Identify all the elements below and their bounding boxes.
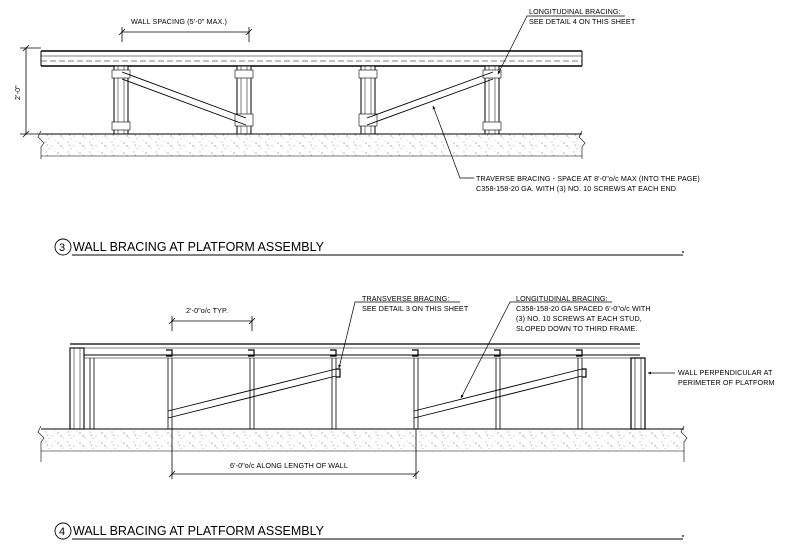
longitudinal-braces xyxy=(167,368,583,419)
note-longitudinal-bracing-4-3: (3) NO. 10 SCREWS AT EACH STUD, xyxy=(516,314,642,323)
top-track xyxy=(70,343,640,359)
dimension-height xyxy=(20,44,41,138)
leader-longitudinal-bracing xyxy=(497,15,625,75)
studs-4 xyxy=(89,358,583,429)
detail-3-title-block: 3 WALL BRACING AT PLATFORM ASSEMBLY xyxy=(54,238,684,256)
note-wall-perpendicular-2: PERIMETER OF PLATFORM xyxy=(678,378,775,387)
concrete-slab-4 xyxy=(37,425,688,462)
detail-4-title: WALL BRACING AT PLATFORM ASSEMBLY xyxy=(73,524,325,538)
note-transverse-bracing-1: TRANSVERSE BRACING: xyxy=(362,294,449,303)
platform-deck xyxy=(40,50,583,67)
dimension-along-length xyxy=(168,429,420,479)
detail-3: WALL SPACING (5'-0" MAX.) 2'-0" xyxy=(13,7,700,256)
label-wall-spacing: WALL SPACING (5'-0" MAX.) xyxy=(131,17,227,26)
label-typ-spacing: 2'-0"o/c TYP. xyxy=(186,306,228,315)
note-longitudinal-bracing-2: SEE DETAIL 4 ON THIS SHEET xyxy=(529,17,636,26)
traverse-braces xyxy=(121,71,494,126)
concrete-slab xyxy=(37,130,586,159)
stud-clips xyxy=(166,349,587,378)
detail-number-3: 3 xyxy=(59,242,65,254)
note-longitudinal-bracing-4-4: SLOPED DOWN TO THIRD FRAME. xyxy=(516,324,637,333)
stud xyxy=(358,65,378,135)
label-along-length: 6'-0"o/c ALONG LENGTH OF WALL xyxy=(230,461,348,470)
studs xyxy=(111,65,502,135)
dimension-typ xyxy=(168,316,256,331)
note-traverse-bracing-1: TRAVERSE BRACING - SPACE AT 8'-0"o/c MAX… xyxy=(476,174,700,183)
note-traverse-bracing-2: C358-158-20 GA. WITH (3) NO. 10 SCREWS A… xyxy=(476,184,676,193)
detail-number-4: 4 xyxy=(59,526,65,538)
label-height: 2'-0" xyxy=(13,85,22,100)
note-longitudinal-bracing-4-1: LONGITUDINAL BRACING: xyxy=(516,294,608,303)
note-longitudinal-bracing-4-2: C358-158-20 GA SPACED 6'-0"o/c WITH xyxy=(516,304,651,313)
detail-4-title-block: 4 WALL BRACING AT PLATFORM ASSEMBLY xyxy=(54,522,684,540)
detail-4: 2'-0"o/c TYP. xyxy=(37,294,775,540)
leader-traverse-bracing xyxy=(432,105,474,179)
note-longitudinal-bracing-1: LONGITUDINAL BRACING: xyxy=(529,7,621,16)
dimension-wall-spacing xyxy=(118,27,253,42)
detail-3-title: WALL BRACING AT PLATFORM ASSEMBLY xyxy=(73,240,325,254)
stud xyxy=(111,65,131,135)
note-wall-perpendicular-1: WALL PERPENDICULAR AT xyxy=(678,368,773,377)
leader-longitudinal-bracing-4 xyxy=(460,301,612,399)
wall-perpendicular xyxy=(630,357,646,430)
note-transverse-bracing-2: SEE DETAIL 3 ON THIS SHEET xyxy=(362,304,469,313)
stud xyxy=(482,65,502,135)
end-post-left xyxy=(69,347,85,430)
leader-transverse-bracing xyxy=(338,301,460,369)
